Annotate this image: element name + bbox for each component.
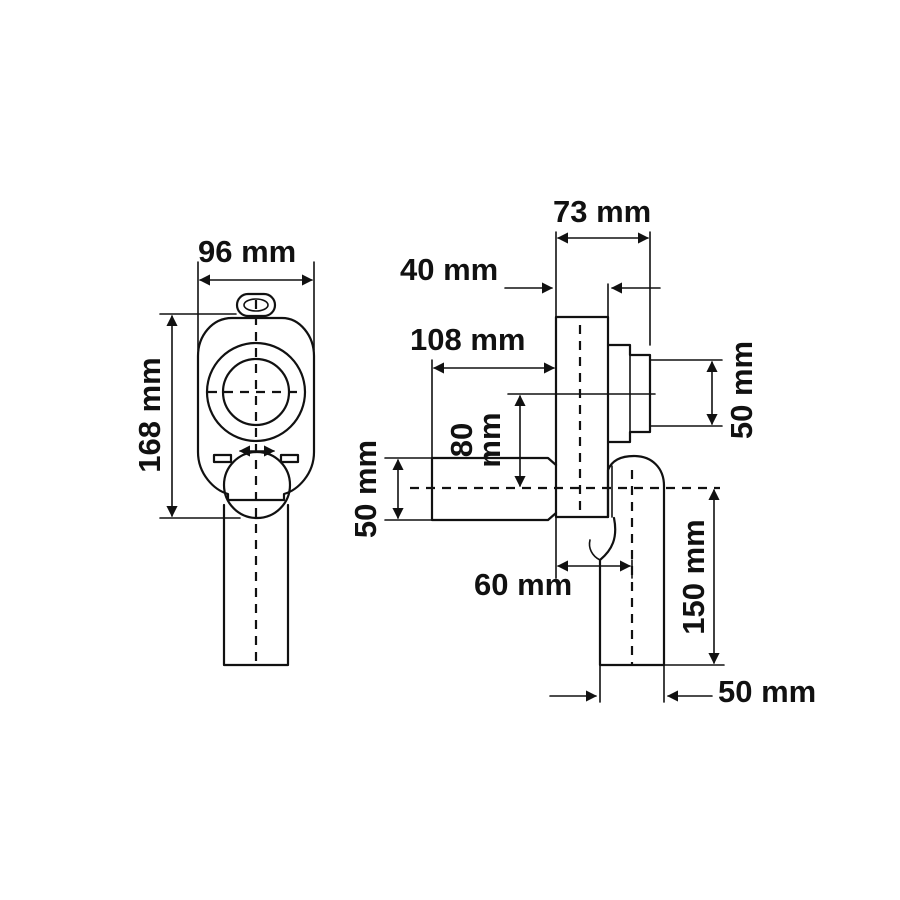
right-slot xyxy=(279,453,300,464)
front-outer-ring xyxy=(205,341,307,443)
side-depth-label: 73 mm xyxy=(553,194,651,229)
front-outlet-pipe xyxy=(222,503,290,667)
side-outlet-diameter-label: 50 mm xyxy=(718,674,816,709)
front-body-outline xyxy=(196,316,316,502)
side-elbow xyxy=(598,454,666,667)
side-inlet-height-unit: mm xyxy=(472,412,507,467)
front-width-label: 96 mm xyxy=(198,234,296,269)
side-inlet-height-label: 80 xyxy=(444,423,479,457)
side-view: 73 mm 40 mm 108 mm 80 mm 50 mm 50 mm 60 … xyxy=(348,194,816,709)
side-inlet-length-label: 108 mm xyxy=(410,322,525,357)
side-wall-offset-label: 40 mm xyxy=(400,252,498,287)
side-vertical-body xyxy=(554,315,610,519)
front-view: 96 mm 168 mm xyxy=(132,234,316,667)
side-outlet-height-label: 150 mm xyxy=(676,519,711,634)
front-height-label: 168 mm xyxy=(132,357,167,472)
side-connector-diameter-label: 50 mm xyxy=(724,341,759,439)
side-outlet-offset-label: 60 mm xyxy=(474,567,572,602)
left-slot xyxy=(212,453,233,464)
side-inlet-diameter-label: 50 mm xyxy=(348,440,383,538)
